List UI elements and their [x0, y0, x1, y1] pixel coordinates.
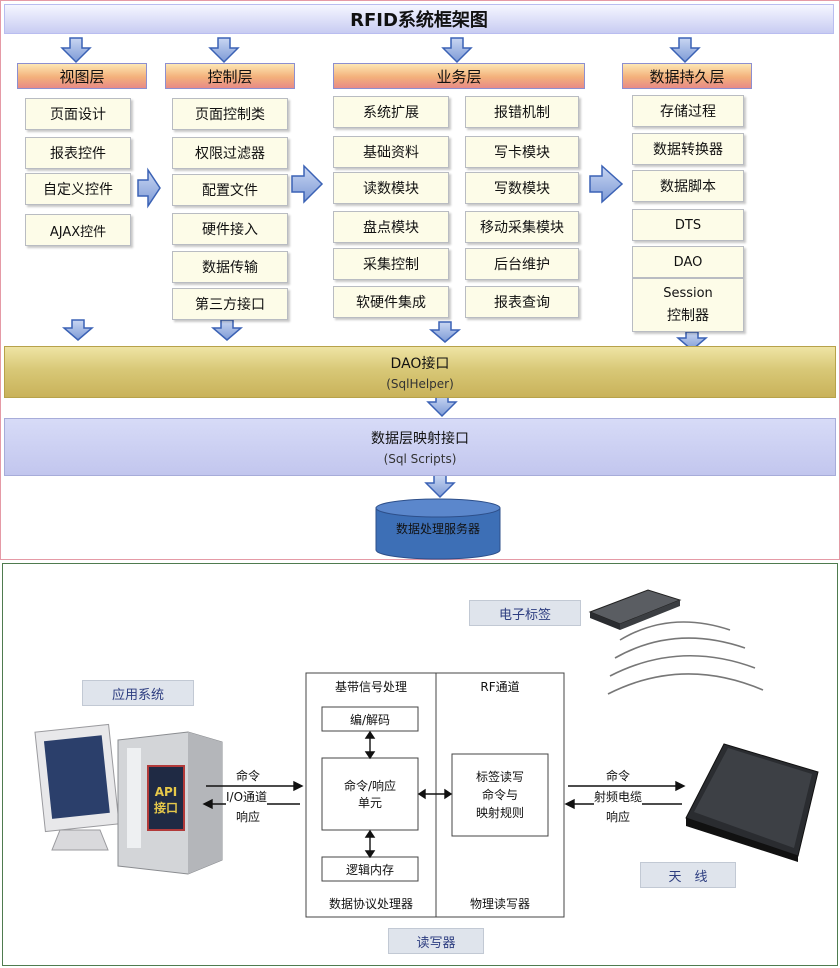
command-response-unit: 命令/响应 单元	[322, 758, 418, 830]
business-item: 系统扩展	[333, 96, 449, 128]
down-arrow-icon	[60, 37, 92, 64]
business-item: 软硬件集成	[333, 286, 449, 318]
data-mapping-bar: 数据层映射接口 (Sql Scripts)	[4, 418, 836, 476]
io-channel-text: I/O通道	[226, 788, 268, 805]
api-line2: 接口	[153, 800, 178, 815]
down-arrow-icon	[424, 474, 456, 499]
baseband-title: 基带信号处理	[334, 679, 407, 694]
business-item: 写数模块	[465, 172, 579, 204]
dao-title: DAO接口	[390, 356, 450, 372]
down-arrow-icon	[428, 321, 462, 343]
business-item: 报表查询	[465, 286, 579, 318]
cmd-unit-line1: 命令/响应	[343, 779, 397, 793]
view-item: 自定义控件	[25, 173, 131, 205]
rfid-tag-icon	[588, 589, 682, 630]
control-layer-header: 控制层	[165, 63, 295, 89]
rf-channel-title: RF通道	[480, 679, 520, 694]
persistence-layer-header: 数据持久层	[622, 63, 752, 89]
down-arrow-icon	[669, 37, 701, 64]
persistence-item: DTS	[632, 209, 744, 241]
controller-label: 控制器	[667, 307, 709, 324]
down-arrow-icon	[208, 37, 240, 64]
persistence-item: DAO	[632, 246, 744, 278]
logic-memory-box: 逻辑内存	[345, 862, 394, 877]
business-item: 后台维护	[465, 248, 579, 280]
api-label: API 接口	[148, 770, 184, 830]
antenna-icon	[685, 743, 819, 862]
view-item: 报表控件	[25, 137, 131, 169]
left-response-text: 响应	[236, 810, 261, 824]
persistence-item: 数据转换器	[632, 133, 744, 165]
diagram-title: RFID系统框架图	[4, 4, 834, 34]
cmd-unit-line2: 单元	[357, 796, 382, 810]
down-arrow-icon	[210, 319, 244, 341]
protocol-processor-label: 数据协议处理器	[328, 896, 413, 911]
tag-rw-line3: 映射规则	[475, 806, 524, 820]
rf-cable-text: 射频电缆	[594, 788, 643, 805]
persistence-item-session: Session 控制器	[632, 278, 744, 332]
app-system-label: 应用系统	[82, 680, 194, 706]
database-icon	[375, 498, 501, 560]
business-item: 写卡模块	[465, 136, 579, 168]
codec-box: 编/解码	[349, 712, 391, 727]
right-arrow-icon	[589, 164, 624, 204]
right-response-text: 响应	[606, 810, 631, 824]
view-item: 页面设计	[25, 98, 131, 130]
e-tag-label: 电子标签	[469, 600, 581, 626]
down-arrow-icon	[61, 319, 95, 341]
control-item: 硬件接入	[172, 213, 288, 245]
radio-waves-icon	[607, 621, 764, 695]
tag-rw-rules-box: 标签读写 命令与 映射规则	[452, 754, 548, 836]
session-label: Session	[663, 285, 713, 301]
view-layer-header: 视图层	[17, 63, 147, 89]
business-item: 基础资料	[333, 136, 449, 168]
tag-rw-line2: 命令与	[481, 788, 518, 802]
down-arrow-icon	[441, 37, 473, 64]
mapping-title: 数据层映射接口	[371, 431, 469, 447]
control-item: 第三方接口	[172, 288, 288, 320]
business-item: 读数模块	[333, 172, 449, 204]
left-command-text: 命令	[236, 769, 261, 783]
api-line1: API	[154, 784, 178, 799]
antenna-label: 天 线	[640, 862, 736, 888]
tag-rw-line1: 标签读写	[475, 770, 524, 784]
dao-interface-bar: DAO接口 (SqlHelper)	[4, 346, 836, 398]
business-item: 盘点模块	[333, 211, 449, 243]
control-item: 权限过滤器	[172, 137, 288, 169]
persistence-item: 存储过程	[632, 95, 744, 127]
business-item: 移动采集模块	[465, 211, 579, 243]
right-command-text: 命令	[606, 769, 631, 783]
flow-arrows	[60, 37, 709, 560]
mapping-sub: (Sql Scripts)	[383, 452, 457, 466]
business-layer-header: 业务层	[333, 63, 585, 89]
control-item: 页面控制类	[172, 98, 288, 130]
reader-label: 读写器	[388, 928, 484, 954]
view-item: AJAX控件	[25, 214, 131, 246]
down-arrow-icon	[675, 331, 709, 351]
control-item: 数据传输	[172, 251, 288, 283]
physical-reader-label: 物理读写器	[469, 896, 530, 911]
business-item: 报错机制	[465, 96, 579, 128]
control-item: 配置文件	[172, 174, 288, 206]
dao-sub: (SqlHelper)	[386, 377, 454, 391]
computer-icon	[34, 723, 223, 875]
business-item: 采集控制	[333, 248, 449, 280]
right-arrow-icon	[291, 164, 324, 204]
database-label: 数据处理服务器	[395, 521, 480, 536]
right-arrow-icon	[137, 167, 161, 209]
persistence-item: 数据脚本	[632, 170, 744, 202]
